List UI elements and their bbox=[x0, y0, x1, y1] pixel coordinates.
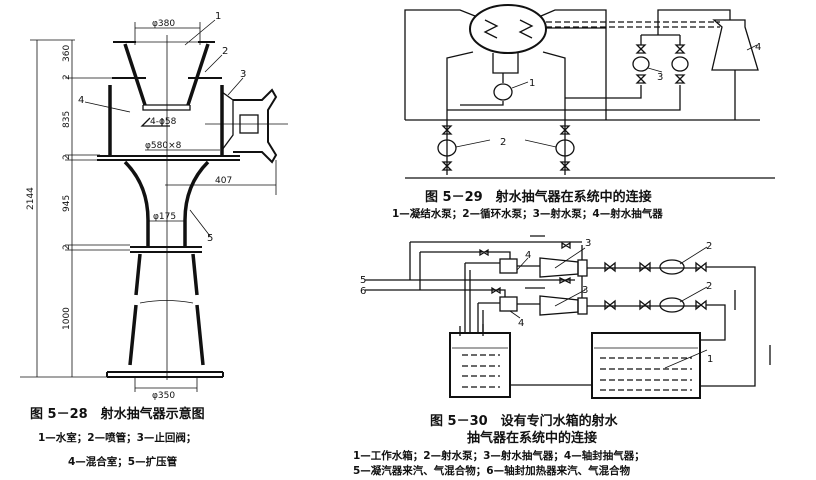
fig-5-29-legend: 1—凝结水泵；2—循环水泵；3—射水泵；4—射水抽气器 bbox=[392, 208, 663, 220]
dim-gap: 2 bbox=[62, 154, 72, 160]
figure-5-29-drawing: 1 2 3 4 bbox=[404, 4, 775, 179]
dim-407: 407 bbox=[215, 176, 232, 186]
label-2b: 2 bbox=[706, 281, 712, 292]
label-4: 4 bbox=[78, 95, 84, 106]
label-5: 5 bbox=[207, 233, 213, 244]
dim-top-diameter: φ380 bbox=[152, 19, 175, 29]
label-2: 2 bbox=[222, 46, 228, 57]
label-1: 1 bbox=[215, 11, 221, 22]
dim-throat: φ175 bbox=[153, 212, 176, 222]
dim-nozzle: 4-φ58 bbox=[150, 117, 177, 127]
ejector-3-pair bbox=[539, 257, 588, 316]
fig-5-28-title: 图 5－28 射水抽气器示意图 bbox=[30, 407, 205, 422]
fig-5-28-legend-1: 1—水室；2—喷管；3—止回阀； bbox=[38, 432, 197, 444]
label-2: 2 bbox=[500, 137, 506, 148]
label-4a: 4 bbox=[525, 250, 531, 261]
fig-5-30-title-1: 图 5－30 设有专门水箱的射水 bbox=[430, 414, 618, 429]
label-3b: 3 bbox=[582, 285, 588, 296]
label-1: 1 bbox=[529, 78, 535, 89]
dim-gap: 2 bbox=[62, 74, 72, 80]
pump-2-pair bbox=[437, 125, 575, 171]
label-4b: 4 bbox=[518, 318, 524, 329]
dim-chamber: φ580×8 bbox=[145, 141, 182, 151]
fig-5-30-title-2: 抽气器在系统中的连接 bbox=[467, 431, 598, 446]
label-1: 1 bbox=[707, 354, 713, 365]
dim-2144: 2144 bbox=[26, 187, 36, 210]
label-3: 3 bbox=[240, 69, 246, 80]
gland-ejector-4b bbox=[499, 296, 518, 312]
label-6: 6 bbox=[360, 286, 366, 297]
label-4: 4 bbox=[755, 42, 761, 53]
dim-360: 360 bbox=[62, 45, 72, 62]
fig-5-30-legend-1: 1—工作水箱；2—射水泵；3—射水抽气器；4—轴封抽气器； bbox=[353, 450, 645, 462]
label-3a: 3 bbox=[585, 238, 591, 249]
label-5: 5 bbox=[360, 275, 366, 286]
dim-gap: 2 bbox=[62, 244, 72, 250]
figure-5-30-drawing: 3 3 4 4 2 2 1 5 6 bbox=[360, 235, 771, 399]
dim-outlet: φ350 bbox=[152, 391, 175, 401]
ejector-section-drawing: φ380 360 835 945 1000 2144 2 2 2 4-φ58 φ… bbox=[20, 11, 288, 401]
label-2a: 2 bbox=[706, 241, 712, 252]
dim-1000: 1000 bbox=[62, 307, 72, 330]
label-3: 3 bbox=[657, 72, 663, 83]
fig-5-28-legend-2: 4—混合室；5—扩压管 bbox=[68, 456, 178, 468]
pump-3-pair bbox=[632, 44, 689, 84]
gland-ejector-4a bbox=[499, 258, 518, 274]
dim-945: 945 bbox=[62, 195, 72, 212]
fig-5-29-title: 图 5－29 射水抽气器在系统中的连接 bbox=[425, 190, 652, 205]
fig-5-30-legend-2: 5—凝汽器来汽、气混合物；6—轴封加热器来汽、气混合物 bbox=[353, 465, 631, 477]
dim-835: 835 bbox=[62, 111, 72, 128]
